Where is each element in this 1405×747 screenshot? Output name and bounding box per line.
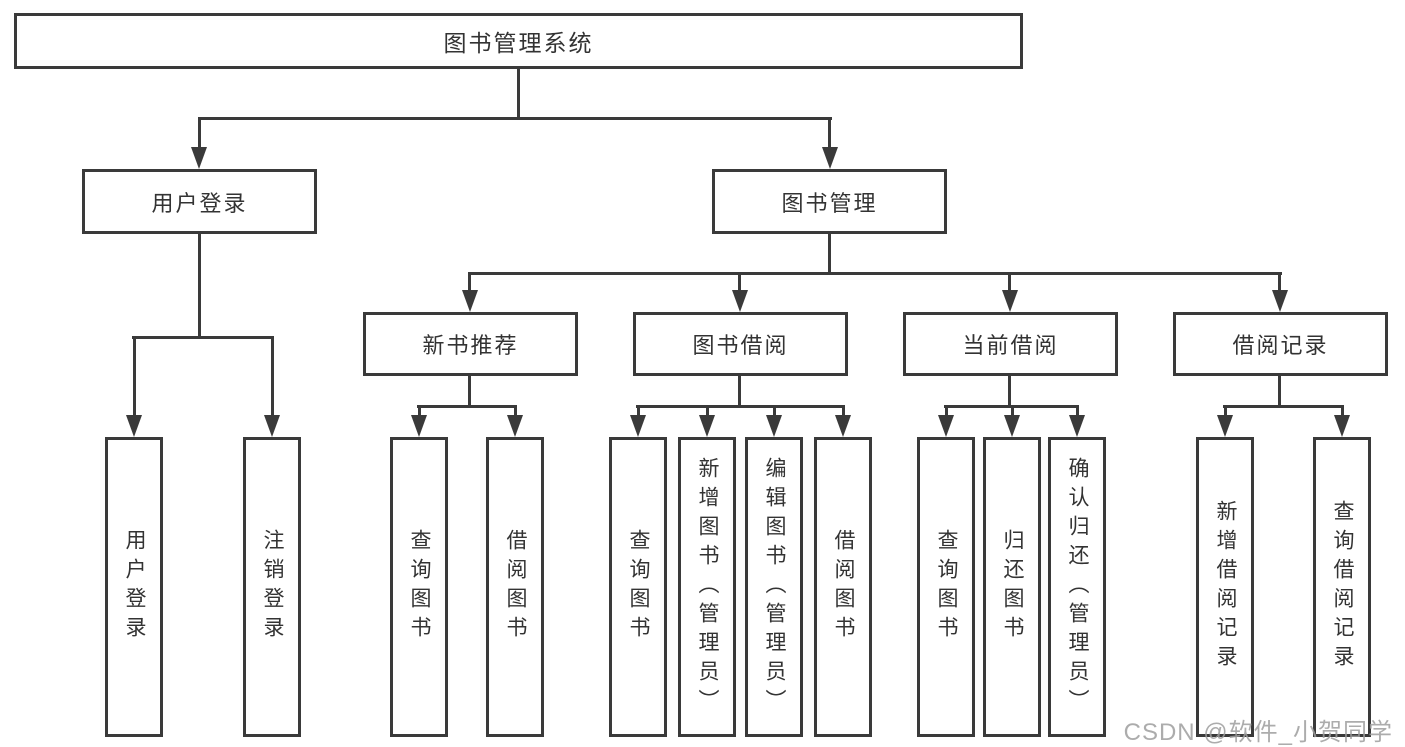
connector-book-mgmt-stem <box>828 234 831 275</box>
node-root-label: 图书管理系统 <box>443 30 594 56</box>
connector-root-stem <box>517 69 520 118</box>
connector-arrow-bb-query <box>630 415 646 437</box>
connector-arrow-book-mgmt <box>822 147 838 169</box>
connector-stem-cb-query <box>945 405 948 419</box>
connector-borrow-stem <box>738 376 741 408</box>
connector-stem-nb-borrow <box>514 405 517 419</box>
leaf-logout: 注销登录 <box>243 437 301 737</box>
connector-records-rail <box>1223 405 1344 408</box>
node-user-login-label: 用户登录 <box>151 190 248 216</box>
leaf-bb-query-book-label: 查询图书 <box>627 529 650 645</box>
leaf-nb-borrow-book: 借阅图书 <box>486 437 544 737</box>
connector-arrow-bb-borrow <box>835 415 851 437</box>
connector-stem-book-mgmt <box>828 117 831 150</box>
connector-stem-bb-query <box>637 405 640 419</box>
connector-arrow-records <box>1272 290 1288 312</box>
leaf-bb-add-book-admin-label: 新增图书（管理员） <box>696 456 719 718</box>
leaf-bb-query-book: 查询图书 <box>609 437 667 737</box>
node-current-borrow-label: 当前借阅 <box>962 333 1059 358</box>
node-new-book-recommend: 新书推荐 <box>363 312 578 376</box>
node-book-management-label: 图书管理 <box>781 190 878 216</box>
leaf-cb-confirm-return-admin: 确认归还（管理员） <box>1048 437 1106 737</box>
connector-stem-leaf-login <box>133 336 136 418</box>
connector-stem-br-add <box>1224 405 1227 419</box>
leaf-bb-add-book-admin: 新增图书（管理员） <box>678 437 736 737</box>
connector-arrow-cb-confirm <box>1069 415 1085 437</box>
node-borrow-records: 借阅记录 <box>1173 312 1388 376</box>
leaf-cb-query-book: 查询图书 <box>917 437 975 737</box>
connector-stem-records <box>1278 272 1281 294</box>
connector-arrow-nb-borrow <box>507 415 523 437</box>
connector-arrow-leaf-login <box>126 415 142 437</box>
connector-stem-bb-edit <box>773 405 776 419</box>
connector-arrow-nb-query <box>411 415 427 437</box>
leaf-nb-borrow-book-label: 借阅图书 <box>504 529 527 645</box>
node-book-management: 图书管理 <box>712 169 947 234</box>
node-user-login: 用户登录 <box>82 169 317 234</box>
leaf-br-query-record: 查询借阅记录 <box>1313 437 1371 737</box>
connector-stem-user-login <box>198 117 201 150</box>
leaf-cb-query-book-label: 查询图书 <box>935 529 958 645</box>
connector-stem-current <box>1008 272 1011 294</box>
connector-stem-cb-confirm <box>1076 405 1079 419</box>
connector-arrow-user-login <box>191 147 207 169</box>
leaf-nb-query-book: 查询图书 <box>390 437 448 737</box>
connector-user-login-stem <box>198 233 201 339</box>
connector-arrow-current <box>1002 290 1018 312</box>
connector-arrow-borrow <box>732 290 748 312</box>
connector-arrow-new-book <box>462 290 478 312</box>
leaf-logout-label: 注销登录 <box>261 529 284 645</box>
csdn-watermark: CSDN @软件_小贺同学 <box>1123 719 1393 746</box>
leaf-bb-borrow-book-label: 借阅图书 <box>832 529 855 645</box>
leaf-bb-edit-book-admin-label: 编辑图书（管理员） <box>763 456 786 718</box>
connector-stem-nb-query <box>418 405 421 419</box>
leaf-br-add-record-label: 新增借阅记录 <box>1214 500 1237 674</box>
connector-stem-borrow <box>738 272 741 294</box>
leaf-cb-confirm-return-admin-label: 确认归还（管理员） <box>1066 456 1089 718</box>
leaf-user-login-label: 用户登录 <box>123 529 146 645</box>
leaf-bb-edit-book-admin: 编辑图书（管理员） <box>745 437 803 737</box>
leaf-nb-query-book-label: 查询图书 <box>408 529 431 645</box>
connector-new-book-rail <box>417 405 517 408</box>
node-current-borrow: 当前借阅 <box>903 312 1118 376</box>
node-root: 图书管理系统 <box>14 13 1023 69</box>
connector-stem-new-book <box>468 272 471 294</box>
connector-new-book-stem <box>468 376 471 408</box>
leaf-user-login: 用户登录 <box>105 437 163 737</box>
connector-arrow-bb-edit <box>766 415 782 437</box>
leaf-br-add-record: 新增借阅记录 <box>1196 437 1254 737</box>
node-borrow-records-label: 借阅记录 <box>1232 333 1329 358</box>
connector-stem-bb-borrow <box>842 405 845 419</box>
connector-current-stem <box>1008 376 1011 408</box>
connector-arrow-cb-query <box>938 415 954 437</box>
node-book-borrow-label: 图书借阅 <box>692 333 789 358</box>
leaf-bb-borrow-book: 借阅图书 <box>814 437 872 737</box>
connector-stem-cb-return <box>1011 405 1014 419</box>
leaf-cb-return-book-label: 归还图书 <box>1001 529 1024 645</box>
node-book-borrow: 图书借阅 <box>633 312 848 376</box>
connector-arrow-br-add <box>1217 415 1233 437</box>
connector-borrow-rail <box>636 405 845 408</box>
connector-stem-bb-add <box>706 405 709 419</box>
connector-arrow-cb-return <box>1004 415 1020 437</box>
connector-arrow-bb-add <box>699 415 715 437</box>
connector-level2-rail <box>468 272 1282 275</box>
node-new-book-recommend-label: 新书推荐 <box>422 333 519 358</box>
connector-level1-rail <box>198 117 832 120</box>
connector-arrow-leaf-logout <box>264 415 280 437</box>
connector-records-stem <box>1278 376 1281 408</box>
connector-arrow-br-query <box>1334 415 1350 437</box>
connector-user-login-rail <box>132 336 274 339</box>
connector-stem-br-query <box>1341 405 1344 419</box>
leaf-cb-return-book: 归还图书 <box>983 437 1041 737</box>
connector-stem-leaf-logout <box>271 336 274 418</box>
leaf-br-query-record-label: 查询借阅记录 <box>1331 500 1354 674</box>
